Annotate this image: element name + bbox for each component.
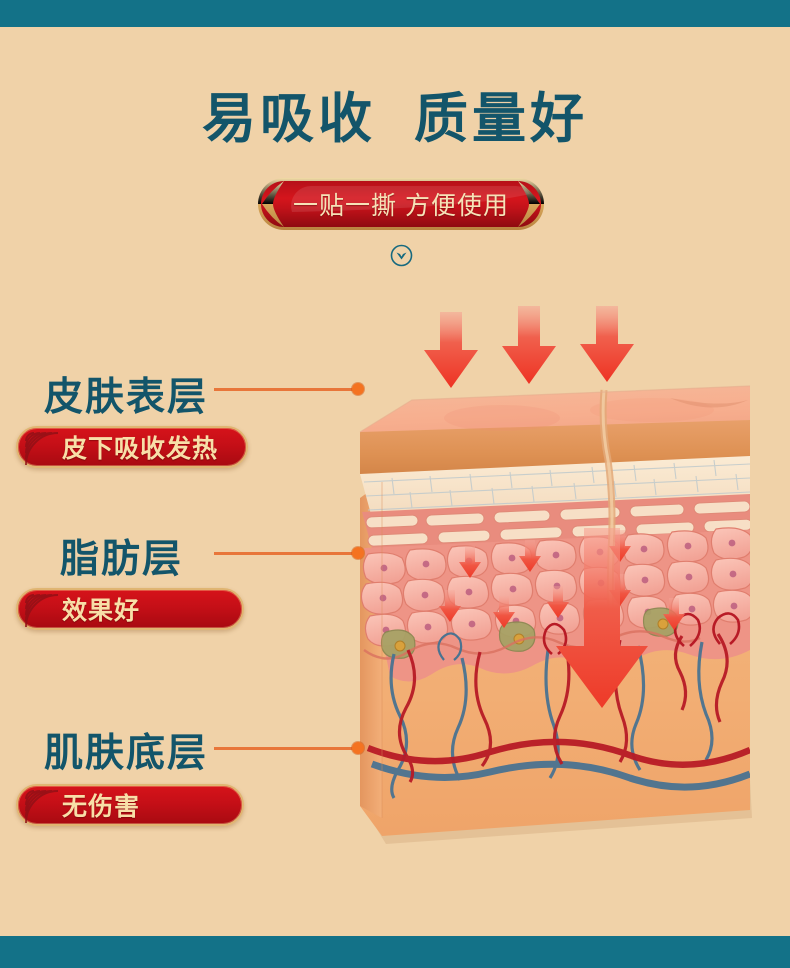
layer-label-basal: 肌肤底层 (44, 722, 208, 778)
layer-badge-text-basal: 无伤害 (62, 793, 141, 821)
layer-badge-epidermis[interactable]: 皮下吸收发热 (16, 426, 248, 468)
bottom-accent-bar (0, 936, 790, 968)
connector-line-epidermis (214, 388, 360, 391)
subtitle-ribbon-text: 一贴一撕 方便使用 (293, 192, 509, 220)
layer-label-fat: 脂肪层 (60, 528, 183, 584)
chevron-down-icon[interactable] (390, 244, 413, 267)
layer-badge-basal[interactable]: 无伤害 (16, 784, 244, 826)
layer-badge-text-epidermis: 皮下吸收发热 (62, 435, 219, 463)
connector-line-basal (214, 747, 360, 750)
absorption-arrow-icon (424, 306, 634, 388)
layer-title-epidermis: 皮肤表层 (44, 376, 209, 419)
layer-label-epidermis: 皮肤表层 (44, 366, 208, 422)
page-headline: 易吸收 质量好 (201, 89, 588, 149)
wave-fan-ornament-icon (25, 432, 59, 466)
layer-title-fat: 脂肪层 (60, 538, 184, 581)
connector-dot-basal (352, 742, 364, 754)
subtitle-ribbon: 一贴一撕 方便使用 (258, 176, 544, 232)
skin-cross-section-illustration (352, 378, 760, 844)
connector-line-fat (214, 552, 360, 555)
layer-badge-fat[interactable]: 效果好 (16, 588, 244, 630)
wave-fan-ornament-icon (25, 594, 59, 628)
layer-title-basal: 肌肤底层 (44, 732, 209, 775)
ribbon-shape-icon (258, 178, 544, 230)
layer-badge-text-fat: 效果好 (62, 597, 141, 625)
top-accent-bar (0, 0, 790, 27)
connector-dot-epidermis (352, 383, 364, 395)
absorption-arrows-group (424, 306, 634, 388)
wave-fan-ornament-icon (25, 790, 59, 824)
connector-dot-fat (352, 547, 364, 559)
